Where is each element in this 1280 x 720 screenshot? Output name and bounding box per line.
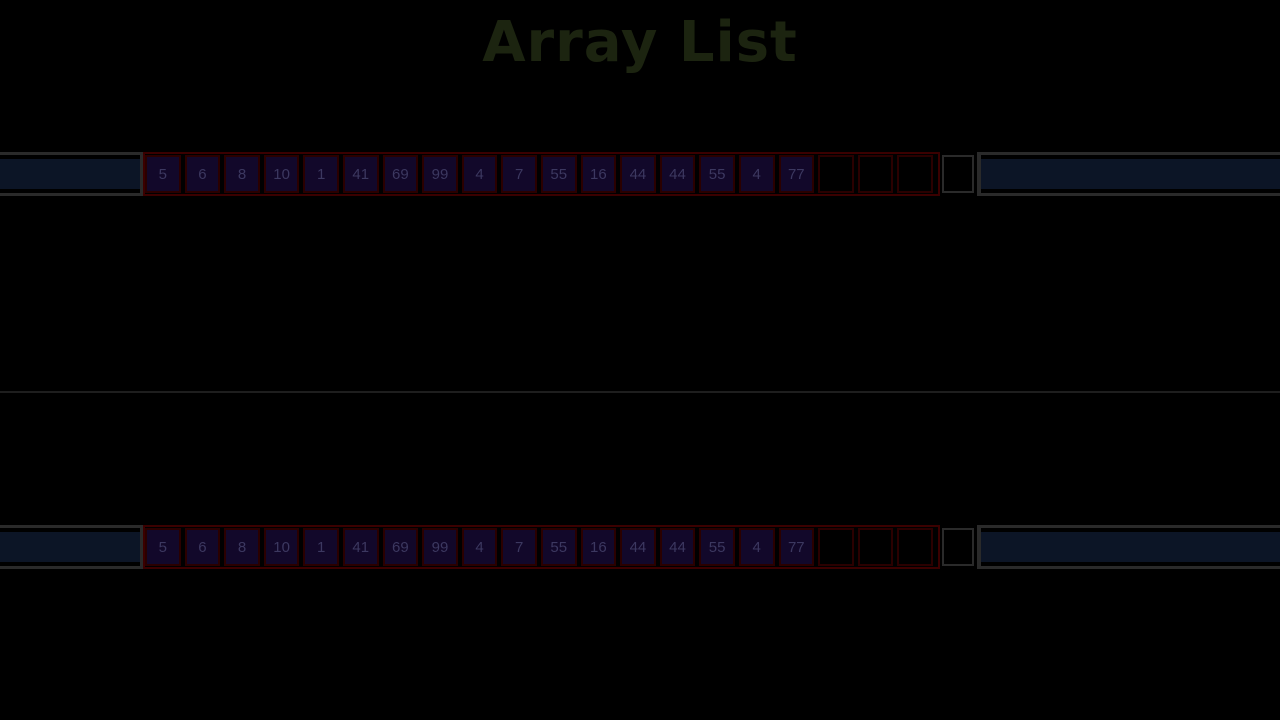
array-cell: 44: [620, 528, 656, 566]
empty-cell: [897, 155, 933, 193]
array-cell: 4: [738, 528, 775, 566]
array-cell: 7: [501, 528, 537, 566]
array-cell: 41: [342, 155, 379, 193]
array-cell: 44: [620, 155, 656, 193]
array-cell: 1: [303, 528, 339, 566]
array-cell: 5: [145, 155, 181, 193]
array-cell: 77: [778, 528, 815, 566]
rail-left: [0, 152, 143, 196]
array-border: [143, 152, 940, 196]
array-cell: 77: [778, 155, 815, 193]
rail-left: [0, 525, 143, 569]
spare-slot: [942, 528, 974, 566]
rail-fill: [981, 532, 1280, 562]
array-cell: 7: [501, 155, 537, 193]
array-cell: 4: [738, 155, 775, 193]
divider-line: [0, 391, 1280, 393]
array-cell: 6: [184, 528, 221, 566]
rail-right: [977, 525, 1280, 569]
empty-cell: [818, 155, 854, 193]
empty-cell: [897, 528, 933, 566]
array-cell: 8: [224, 155, 260, 193]
empty-cell: [857, 528, 894, 566]
array-cell: 8: [224, 528, 260, 566]
array-cell: 69: [382, 528, 419, 566]
page-title: Array List: [482, 10, 798, 75]
rail-right: [977, 152, 1280, 196]
array-cell: 69: [382, 155, 419, 193]
array-border: [143, 525, 940, 569]
array-cell: 5: [145, 528, 181, 566]
array-cell: 55: [540, 155, 577, 193]
empty-cell: [857, 155, 894, 193]
array-cell: 99: [422, 528, 458, 566]
empty-cell: [818, 528, 854, 566]
rail-fill: [0, 159, 140, 189]
array-cell: 55: [540, 528, 577, 566]
array-cell: 16: [580, 528, 617, 566]
array-cell: 41: [342, 528, 379, 566]
array-cell: 44: [659, 155, 696, 193]
array-cell: 44: [659, 528, 696, 566]
rail-fill: [981, 159, 1280, 189]
array-cell: 55: [699, 155, 735, 193]
rail-fill: [0, 532, 140, 562]
array-cell: 4: [461, 155, 498, 193]
array-cell: 4: [461, 528, 498, 566]
array-cell: 55: [699, 528, 735, 566]
array-cell: 16: [580, 155, 617, 193]
array-cell: 1: [303, 155, 339, 193]
array-cell: 6: [184, 155, 221, 193]
array-cell: 10: [263, 528, 300, 566]
array-cell: 10: [263, 155, 300, 193]
array-cell: 99: [422, 155, 458, 193]
spare-slot: [942, 155, 974, 193]
